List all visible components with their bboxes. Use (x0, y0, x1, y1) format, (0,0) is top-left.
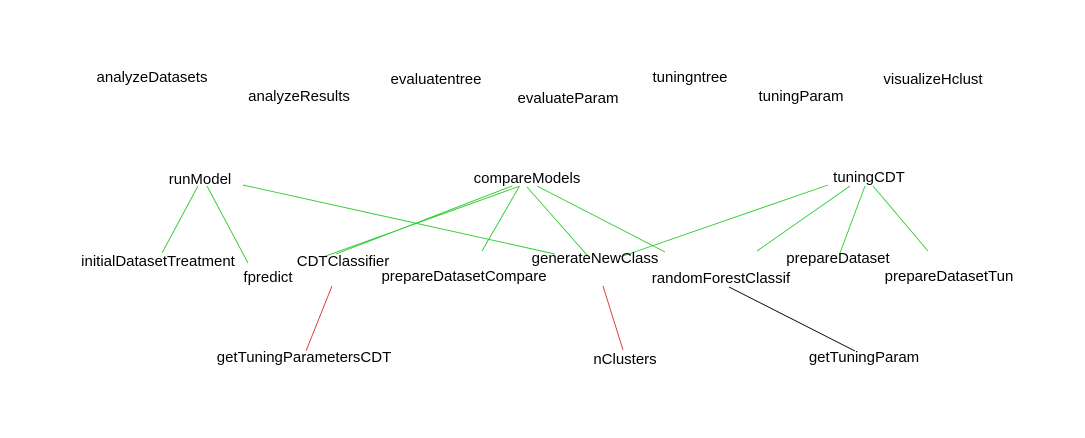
node-getTuningParam[interactable]: getTuningParam (808, 349, 920, 366)
node-generateNewClass[interactable]: generateNewClass (531, 250, 659, 267)
edge-compareModels-to-generateNewClass (526, 186, 588, 256)
node-runModel[interactable]: runModel (168, 171, 232, 188)
edge-runModel-to-initialDatasetTreatment (161, 185, 199, 254)
edge-tuningCDT-to-prepareDatasetTun (872, 185, 929, 252)
edge-runModel-to-generateNewClass (242, 184, 556, 255)
edge-tuningCDT-to-generateNewClass (619, 184, 829, 258)
edge-runModel-to-fpredict (206, 185, 249, 264)
edge-compareModels-to-CDTClassifier (322, 185, 521, 258)
node-prepareDatasetTun[interactable]: prepareDatasetTun (884, 268, 1014, 285)
edge-CDTClassifier-to-getTuningParametersCDT (305, 285, 333, 352)
node-randomForestClassif[interactable]: randomForestClassif (651, 270, 791, 287)
node-fpredict[interactable]: fpredict (243, 269, 293, 286)
node-evaluatentree[interactable]: evaluatentree (390, 71, 482, 88)
node-CDTClassifier[interactable]: CDTClassifier (296, 253, 390, 270)
node-compareModels[interactable]: compareModels (473, 170, 581, 187)
edge-compareModels-to-prepareDatasetCompare (481, 186, 520, 252)
node-tuningParam[interactable]: tuningParam (758, 88, 844, 105)
edge-compareModels-to-CDTClassifier (335, 185, 513, 255)
node-prepareDataset[interactable]: prepareDataset (786, 250, 890, 267)
node-nClusters[interactable]: nClusters (593, 351, 657, 368)
edge-tuningCDT-to-randomForestClassif (756, 185, 851, 252)
node-analyzeDatasets[interactable]: analyzeDatasets (96, 69, 208, 86)
node-analyzeResults[interactable]: analyzeResults (248, 88, 350, 105)
edge-randomForestClassif-to-getTuningParam (728, 286, 856, 352)
node-getTuningParametersCDT[interactable]: getTuningParametersCDT (216, 349, 392, 366)
node-visualizeHclust[interactable]: visualizeHclust (883, 71, 983, 88)
edge-generateNewClass-to-nClusters (602, 285, 624, 351)
node-initialDatasetTreatment[interactable]: initialDatasetTreatment (81, 253, 235, 270)
edge-tuningCDT-to-prepareDataset (839, 185, 866, 254)
edge-compareModels-to-randomForestClassif (536, 185, 666, 253)
node-prepareDatasetCompare[interactable]: prepareDatasetCompare (381, 268, 547, 285)
node-evaluateParam[interactable]: evaluateParam (517, 90, 619, 107)
node-tuningCDT[interactable]: tuningCDT (833, 169, 905, 186)
node-tuningntree[interactable]: tuningntree (652, 69, 728, 86)
